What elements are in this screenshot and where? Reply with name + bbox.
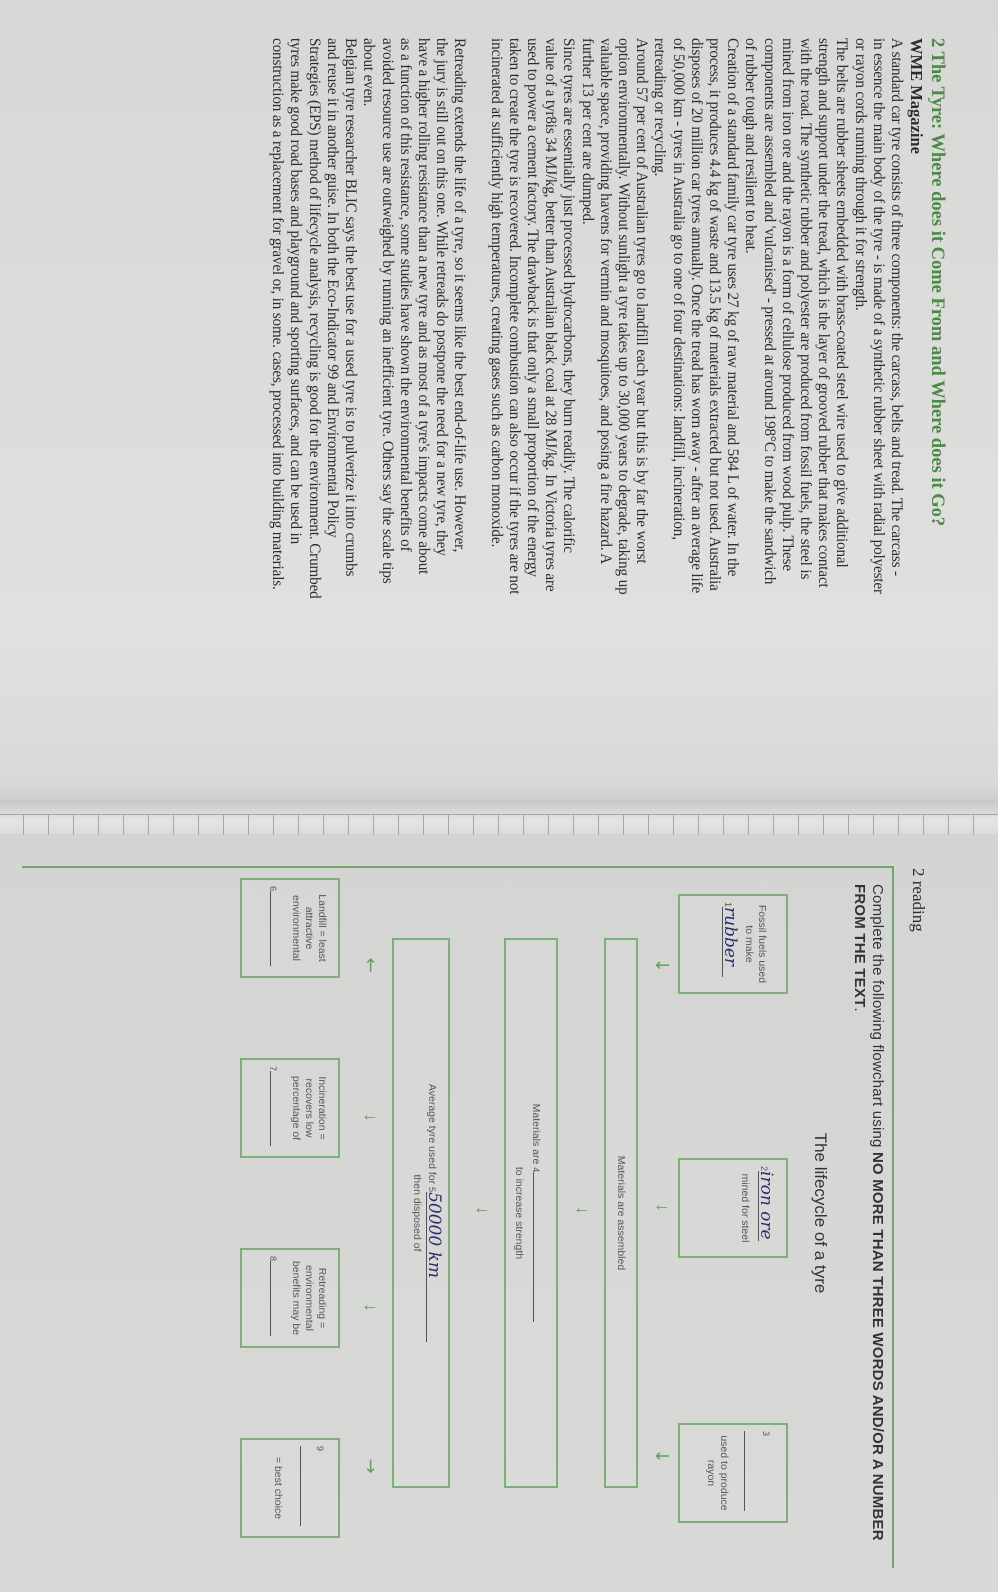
article-line: of 50,000 km - tyres in Australia go to …	[669, 38, 689, 540]
article-line: valuable space, providing havens for ver…	[596, 38, 616, 565]
article-line: process, it produces 4.4 kg of waste and…	[705, 38, 725, 591]
article-line: A standard car tyre consists of three co…	[888, 38, 907, 576]
article-line: option environmentally. Without sunlight…	[614, 38, 634, 595]
article-line: taken to create the tyre is recovered. I…	[505, 38, 525, 595]
instructions: Complete the following flowchart using N…	[850, 884, 886, 1564]
article-paragraph: Creation of a standard family car tyre u…	[651, 38, 744, 801]
article-line: in essence the main body of the tyre - i…	[869, 38, 889, 594]
article-paragraph: Since tyres are essentially just process…	[487, 38, 580, 801]
article-line: Since tyres are essentially just process…	[560, 38, 580, 553]
blank-7-input[interactable]	[270, 1071, 283, 1147]
article-line: Strategies (EPS) method of lifecycle ana…	[305, 38, 325, 599]
article-paragraph: Retreading extends the life of a tyre, s…	[360, 38, 471, 801]
box-5-text-before: Average tyre used for	[426, 1083, 438, 1185]
article-line: components are assembled and 'vulcanised…	[760, 38, 780, 585]
article-line: disposes of 20 million car tyres annuall…	[687, 38, 707, 594]
article-paragraph: The belts are rubber sheets embedded wit…	[742, 38, 853, 801]
article-line: The belts are rubber sheets embedded wit…	[833, 38, 853, 568]
blank-2-input[interactable]: iron ore	[756, 1171, 776, 1242]
box-7-text: Incineration = recovers low percentage o…	[290, 1075, 328, 1141]
flowchart-box-4: Materials are 4 to increase strength	[504, 938, 558, 1488]
exercise-page: 2 reading Complete the following flowcha…	[18, 848, 938, 1578]
blank-3-input[interactable]	[744, 1431, 759, 1511]
flowchart-title: The lifecycle of a tyre	[811, 1132, 830, 1294]
box-2-text: mined for steel	[739, 1173, 751, 1243]
blank-9-input[interactable]	[300, 1446, 313, 1526]
arrow-icon: ↓	[473, 1206, 493, 1215]
box-4-text-before: Materials are	[530, 1103, 542, 1165]
article-line: the jury is still out on this one. While…	[433, 38, 453, 556]
article-line: strength and support under the tread, wh…	[815, 38, 835, 588]
article-line: with the road. The synthetic rubber and …	[796, 38, 816, 580]
flowchart-box-5: Average tyre used for 550000 km then dis…	[392, 938, 450, 1488]
article-line: about even.	[360, 38, 380, 107]
blank-4-input[interactable]	[533, 1172, 546, 1323]
article-line: have a higher rolling resistance than a …	[414, 38, 434, 575]
arrow-icon: ↓	[573, 1206, 593, 1215]
instruction-end: .	[851, 1007, 868, 1012]
box-assembled-text: Materials are assembled	[615, 1155, 627, 1271]
flowchart-box-assembled: Materials are assembled	[604, 938, 638, 1488]
article-page: 2 The Tyre: Where does it Come From and …	[28, 38, 948, 798]
article-line: Retreading extends the life of a tyre, s…	[451, 38, 471, 553]
article-line: of rubber tough and resilient to heat.	[742, 38, 762, 254]
flowchart-box-9: 9 = best choice	[240, 1438, 340, 1538]
article-paragraph: Around 57 per cent of Australian tyres g…	[578, 38, 653, 801]
box-8-text: Retreading = environmental benefits may …	[290, 1260, 328, 1336]
article-line: Belgian tyre researcher BLIC says the be…	[342, 38, 362, 577]
arrow-icon: ↓	[361, 1113, 381, 1122]
article-paragraph: A standard car tyre consists of three co…	[851, 38, 907, 801]
box-1-text: Fossil fuels used to make	[743, 904, 768, 984]
blank-6-input[interactable]	[270, 891, 283, 967]
article-line: or rayon cords running through it for st…	[851, 38, 871, 311]
paragraph-gap	[469, 38, 487, 798]
blank-8-input[interactable]	[270, 1261, 283, 1337]
article-title: 2 The Tyre: Where does it Come From and …	[927, 38, 947, 527]
article-line: used to power a cement factory. The draw…	[523, 38, 543, 577]
blank-1-input[interactable]: rubber	[720, 907, 740, 978]
flowchart-box-1: Fossil fuels used to make 1rubber	[678, 894, 788, 994]
article-line: further 13 per cent are dumped.	[578, 38, 598, 225]
article-paragraph: Belgian tyre researcher BLIC says the be…	[269, 38, 362, 801]
flowchart-box-6: Landfill = least attractive environmenta…	[240, 878, 340, 978]
article-line: retreading or recycling.	[651, 38, 671, 177]
unit-label: 2 reading	[909, 868, 928, 932]
box-9-text: = best choice	[272, 1456, 284, 1520]
box-3-text: used to produce rayon	[705, 1435, 730, 1511]
box-6-text: Landfill = least attractive environmenta…	[290, 894, 328, 962]
flowchart-box-3: 3 used to produce rayon	[678, 1423, 788, 1523]
flowchart-box-8: Retreading = environmental benefits may …	[240, 1248, 340, 1348]
ruler-edge	[0, 814, 998, 835]
blank-9-number: 9	[315, 1446, 325, 1452]
article-body: A standard car tyre consists of three co…	[269, 38, 907, 801]
blank-5-input[interactable]: 50000 km	[424, 1192, 444, 1343]
arrow-icon: ↓	[653, 1203, 673, 1212]
article-line: as a function of this resistance, some s…	[396, 38, 416, 552]
flowchart-box-7: Incineration = recovers low percentage o…	[240, 1058, 340, 1158]
article-line: incinerated at sufficiently high tempera…	[487, 38, 507, 548]
article-source: WME Magazine	[907, 38, 926, 154]
box-4-text-after: to increase strength	[513, 1166, 525, 1260]
article-line: mined from iron ore and the rayon is a f…	[778, 38, 798, 571]
article-line: value of a tyr8is 34 MJ/kg, better than …	[542, 38, 562, 592]
article-line: construction as a replacement for gravel…	[269, 38, 289, 590]
arrow-icon: ↓	[361, 1303, 381, 1312]
article-line: Creation of a standard family car tyre u…	[724, 38, 744, 577]
box-5-text-after: then disposed of	[411, 1174, 423, 1252]
instruction-text: Complete the following flowchart using	[869, 884, 886, 1152]
article-line: tyres make good road bases and playgroun…	[287, 38, 307, 545]
article-line: avoided resource use are outweighed by r…	[378, 38, 398, 584]
article-line: and reuse it in another guise. In both t…	[323, 38, 343, 538]
blank-3-number: 3	[761, 1431, 771, 1437]
flowchart-box-2: 2iron ore mined for steel	[678, 1158, 788, 1258]
article-line: Around 57 per cent of Australian tyres g…	[633, 38, 653, 564]
